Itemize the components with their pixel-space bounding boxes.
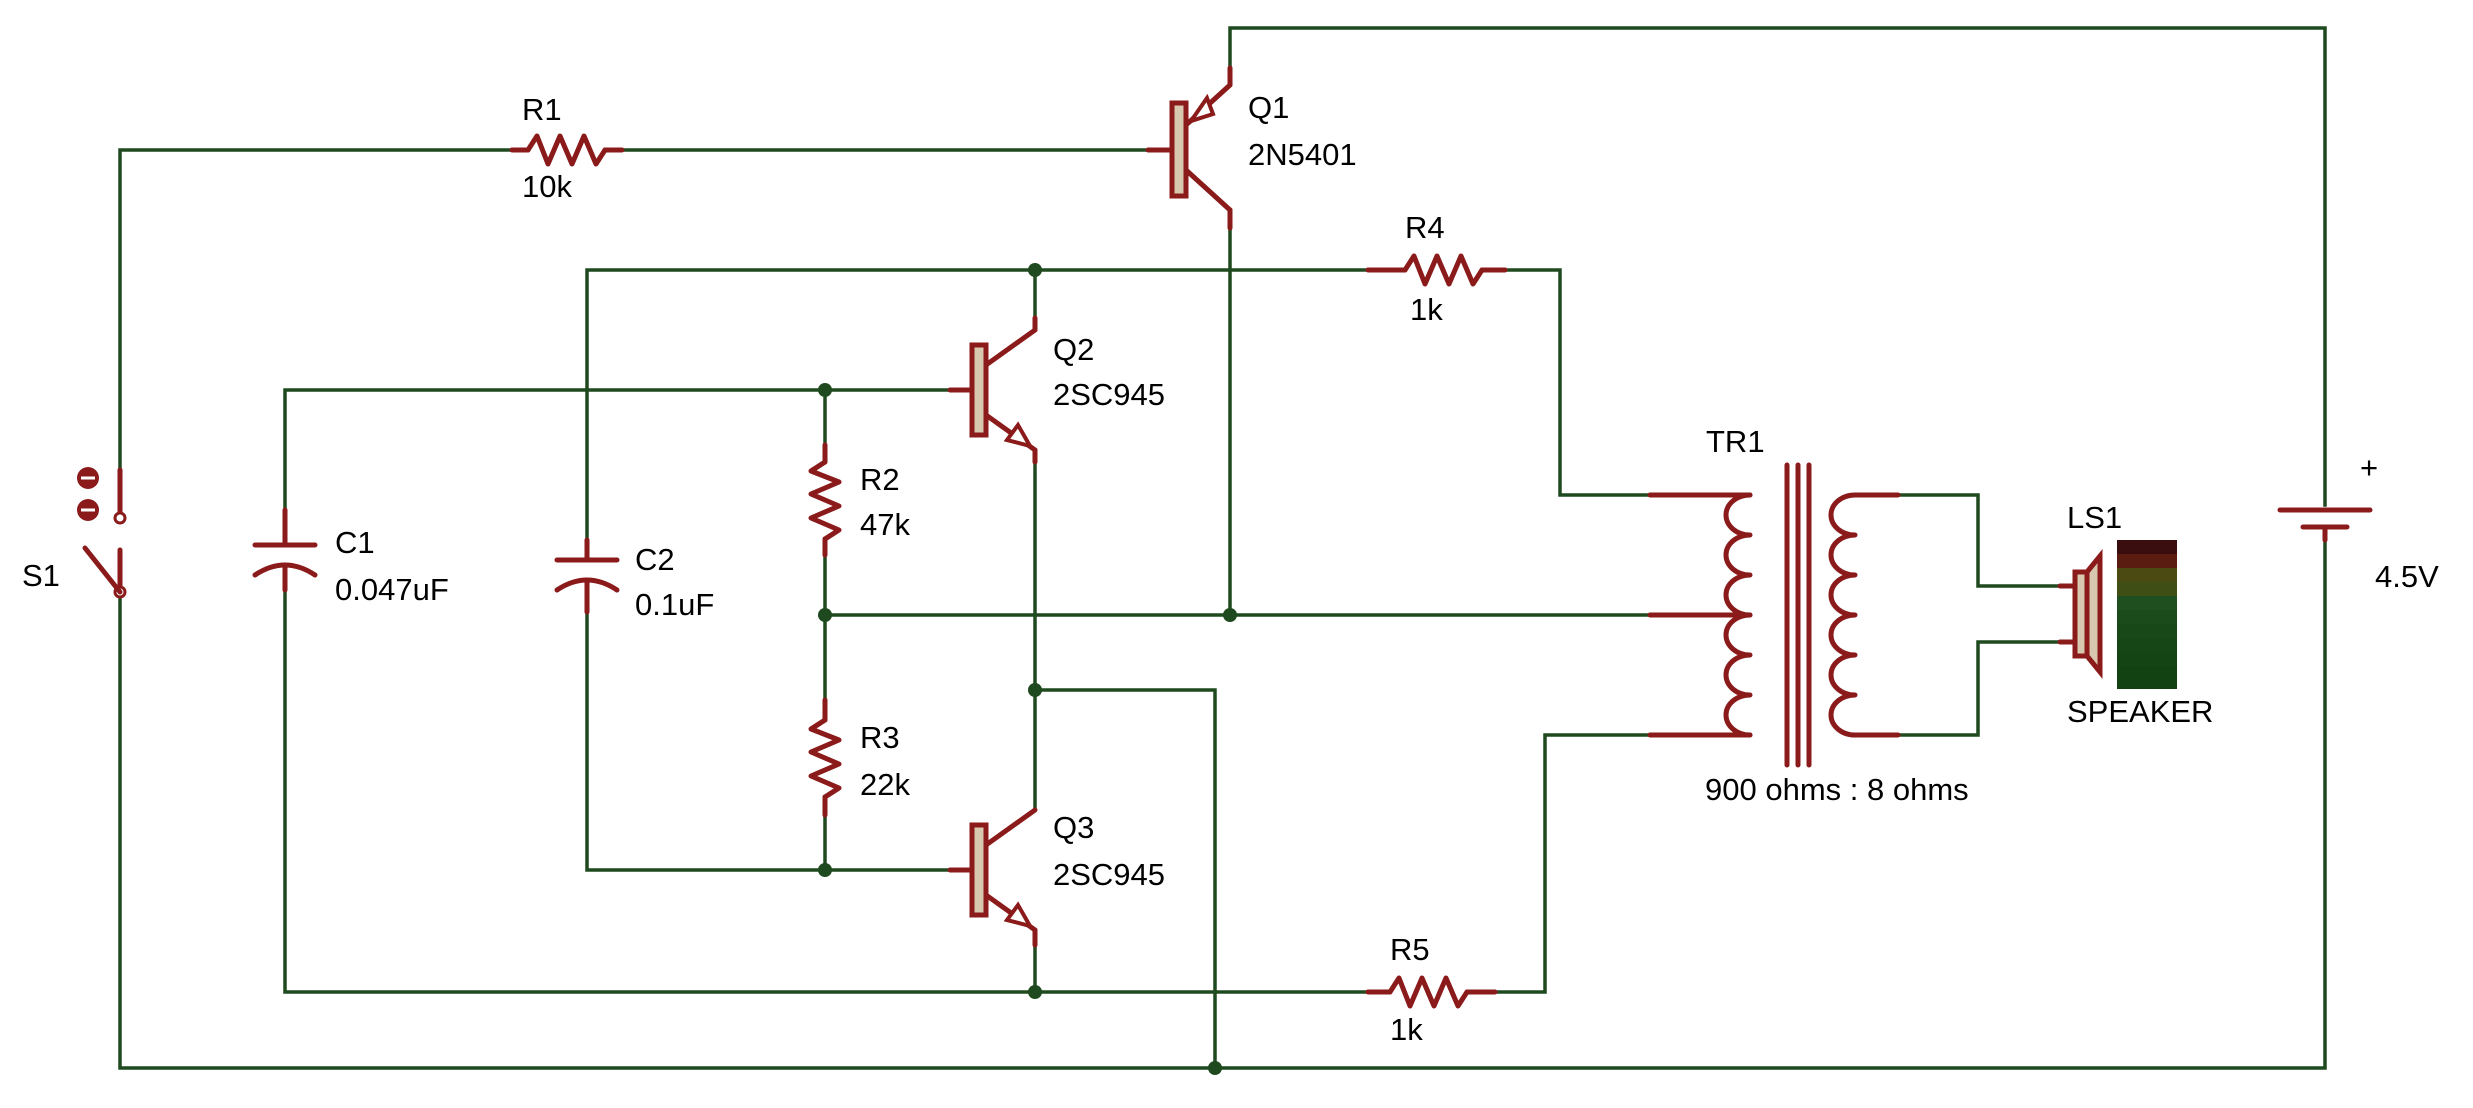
wires [118,26,2327,1070]
r5-ref-label: R5 [1390,932,1430,967]
q1-ref-label: Q1 [1248,90,1289,125]
capacitor-c1 [252,507,318,593]
r1-ref-label: R1 [522,92,562,127]
speaker-level-meter [2117,540,2177,689]
tr1-value-label: 900 ohms : 8 ohms [1705,772,1969,807]
r4-value-label: 1k [1410,292,1443,327]
s1-ref-label: S1 [22,558,60,593]
wire-secondary-top [1893,493,2072,588]
wire-q2-collector-bus [585,268,1382,547]
battery-value-label: 4.5V [2375,559,2439,594]
tr1-ref-label: TR1 [1706,424,1765,459]
r5-value-label: 1k [1390,1012,1423,1047]
r3-ref-label: R3 [860,720,900,755]
battery-plus-label: + [2360,450,2378,485]
switch-s1 [77,467,127,599]
q3-ref-label: Q3 [1053,810,1094,845]
q2-value-label: 2SC945 [1053,377,1165,412]
junction-dot [818,383,832,397]
q1-value-label: 2N5401 [1248,137,1357,172]
wire-bottom-rail [118,528,2327,1070]
resistor-r3 [808,697,842,818]
junctions [818,263,1237,1075]
q3-value-label: 2SC945 [1053,857,1165,892]
ls1-ref-label: LS1 [2067,500,2122,535]
junction-dot [1208,1061,1222,1075]
r1-value-label: 10k [522,169,572,204]
wire-emitter-to-bottom-rail [1033,688,1217,1070]
resistor-r2 [808,442,842,558]
wire-secondary-bottom [1893,640,2072,737]
r2-value-label: 47k [860,507,910,542]
c1-value-label: 0.047uF [335,572,449,607]
c2-ref-label: C2 [635,542,675,577]
resistor-r4 [1365,253,1508,287]
wire-r5-to-tr1 [1490,733,1707,994]
r3-value-label: 22k [860,767,910,802]
c2-value-label: 0.1uF [635,587,714,622]
wire-c1-q2-base [283,388,974,512]
ls1-value-label: SPEAKER [2067,694,2213,729]
battery [2277,507,2373,543]
wire-c1-to-r5 [283,573,1382,994]
junction-dot [1028,985,1042,999]
transistor-q2 [947,315,1038,465]
resistor-r1 [509,133,625,167]
resistor-r5 [1365,975,1498,1009]
junction-dot [1028,683,1042,697]
wire-r4-to-tr1 [1500,268,1707,497]
speaker-ls1 [2057,540,2177,689]
capacitor-c2 [554,537,620,615]
q2-ref-label: Q2 [1053,332,1094,367]
transistor-q1 [1145,65,1233,231]
junction-dot [1223,608,1237,622]
c1-ref-label: C1 [335,525,375,560]
wire-c2-q3-base [585,608,974,872]
wire-s1-to-r1 [118,148,527,472]
wire-top-rail [1228,26,2327,507]
junction-dot [818,608,832,622]
junction-dot [1028,263,1042,277]
r4-ref-label: R4 [1405,210,1445,245]
r2-ref-label: R2 [860,462,900,497]
transistor-q3 [947,807,1038,948]
transformer-tr1 [1647,462,1901,768]
junction-dot [818,863,832,877]
